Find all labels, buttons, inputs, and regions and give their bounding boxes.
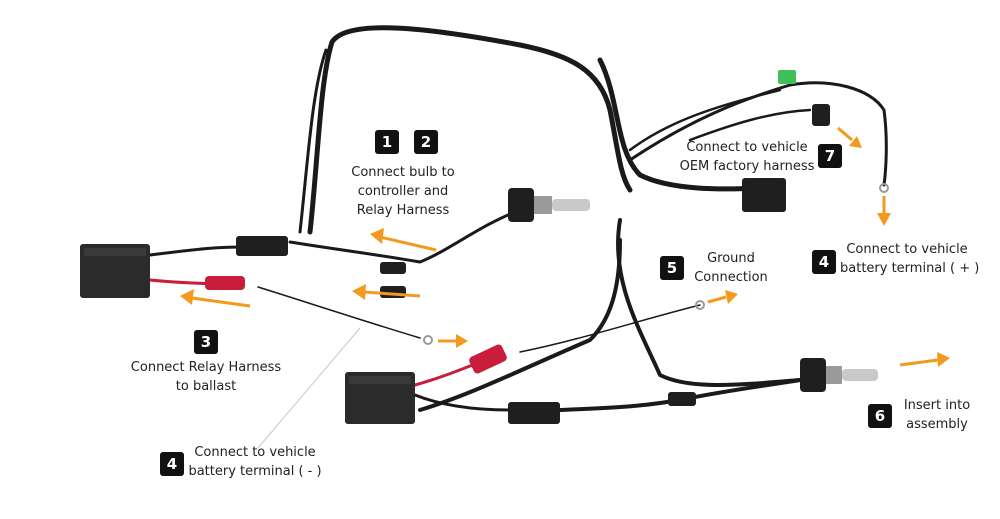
arrow-relay-plug: [837, 126, 862, 148]
harness-to-left-ballast: [148, 245, 252, 257]
lower-controller: [508, 402, 560, 424]
step-2-line: Relay Harness: [356, 203, 450, 218]
lower-red-connector: [469, 344, 507, 374]
harness-to-left-bulb: [288, 208, 522, 264]
arrow-to-left-bulb: [370, 228, 437, 252]
step-4-positive-badge: 4: [812, 250, 836, 274]
step-3-line: Connect Relay Harness: [130, 360, 282, 375]
step-7-label: Connect to vehicle OEM factory harness: [676, 138, 818, 176]
step-5-line: Connection: [694, 270, 768, 285]
harness-to-relay: [597, 57, 763, 192]
ring-terminal-positive: [879, 183, 889, 193]
step-4-positive-line: Connect to vehicle: [846, 242, 968, 257]
step-4-positive-label: Connect to vehicle battery terminal ( + …: [840, 240, 980, 278]
step-4-negative-badge: 4: [160, 452, 184, 476]
step-2-line: controller and: [357, 184, 449, 199]
fuse-holder: [778, 70, 796, 84]
lower-plug: [668, 392, 696, 406]
step-3-badge: 3: [194, 330, 218, 354]
main-harness-loop-inner: [298, 48, 328, 234]
arrow-to-upper-plug: [352, 284, 421, 300]
step-5-badge: 5: [660, 256, 684, 280]
step-7-badge: 7: [818, 144, 842, 168]
step-6-badge: 6: [868, 404, 892, 428]
step-4-positive-line: battery terminal ( + ): [840, 261, 980, 276]
step-3-line: to ballast: [175, 379, 237, 394]
step-4-negative-line: Connect to vehicle: [194, 445, 316, 460]
lower-ballast-red-wire: [413, 360, 482, 387]
ring-terminal-left: [423, 335, 433, 345]
arrow-insert-assembly: [899, 352, 950, 367]
step-4-negative-label: Connect to vehicle battery terminal ( - …: [188, 443, 322, 481]
upper-plug-a: [380, 262, 406, 274]
left-red-connector: [205, 276, 245, 290]
lower-ballast-to-controller: [413, 393, 512, 412]
main-harness-loop: [307, 25, 633, 235]
step-5-line: Ground: [707, 251, 755, 266]
step-2-label: Connect bulb to controller and Relay Har…: [338, 163, 468, 220]
left-bulb: [508, 188, 590, 222]
step-5-label: Ground Connection: [688, 249, 774, 287]
lower-ballast: [345, 372, 415, 424]
step-2-line: Connect bulb to: [351, 165, 455, 180]
arrow-positive-terminal: [877, 196, 891, 226]
upper-controller: [236, 236, 288, 256]
step-6-line: assembly: [906, 417, 968, 432]
harness-to-lower-ballast: [418, 238, 622, 412]
step-7-line: OEM factory harness: [679, 159, 815, 174]
relay-plug-wire: [688, 108, 812, 142]
relay-box: [742, 178, 786, 212]
ground-wire-right: [519, 304, 701, 353]
arrow-ground-left: [438, 334, 468, 348]
ground-pointer-line: [257, 327, 361, 449]
left-ballast: [80, 244, 150, 298]
step-6-line: Insert into: [903, 398, 971, 413]
arrow-to-ballast: [180, 289, 251, 308]
step-7-line: Connect to vehicle: [686, 140, 808, 155]
fuse-wire: [628, 88, 782, 152]
arrow-ground-right: [707, 290, 738, 304]
relay-plug: [812, 104, 830, 126]
right-bulb: [800, 358, 878, 392]
step-6-label: Insert into assembly: [898, 396, 976, 434]
step-4-negative-line: battery terminal ( - ): [188, 464, 322, 479]
step-2-badge: 2: [414, 130, 438, 154]
step-1-badge: 1: [375, 130, 399, 154]
ground-wire-left: [257, 286, 421, 339]
harness-branch-upper: [628, 81, 888, 187]
ring-terminal-ground: [695, 300, 705, 310]
step-3-label: Connect Relay Harness to ballast: [120, 358, 292, 396]
